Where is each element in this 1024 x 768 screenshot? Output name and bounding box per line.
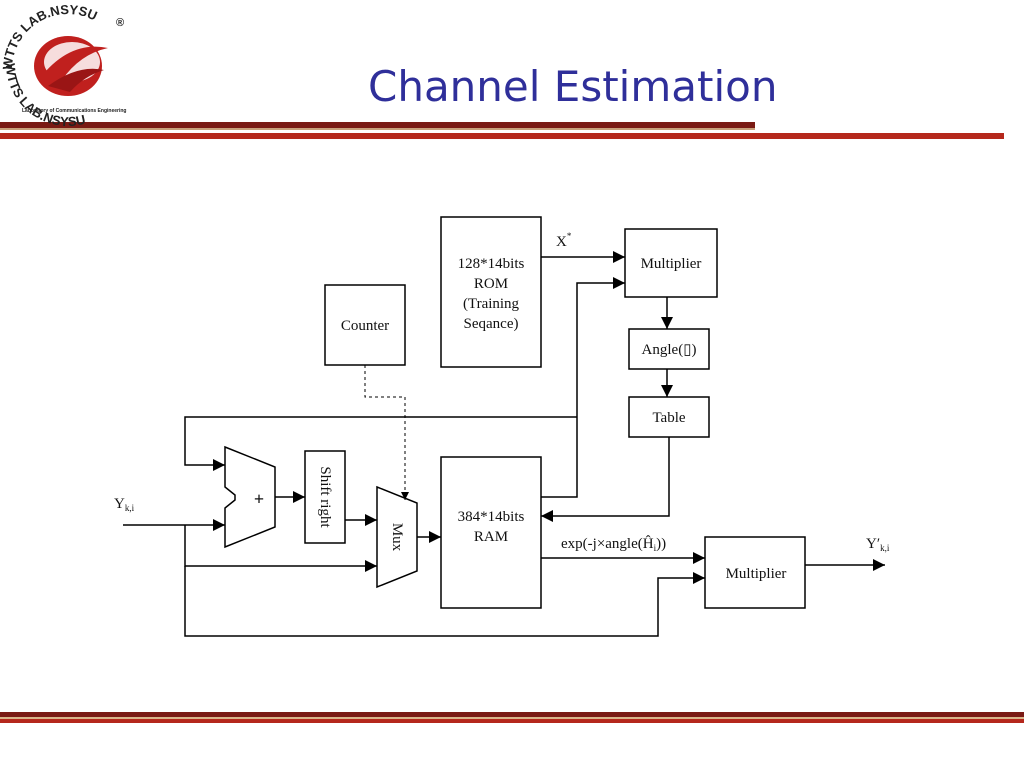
counter-label: Counter <box>341 318 389 334</box>
multiplier-bottom-block <box>704 536 806 609</box>
adder-sign: + <box>254 489 264 509</box>
table-label: Table <box>652 410 685 426</box>
diagram-labels: 128*14bits ROM (Training Seqance) Counte… <box>114 231 890 582</box>
registered-mark: ® <box>116 17 124 29</box>
ram-label-line2: RAM <box>474 529 508 545</box>
rom-label-line2: ROM <box>474 276 508 292</box>
block-diagram <box>123 216 885 637</box>
ram-block <box>440 456 542 609</box>
rom-label-line1: 128*14bits <box>458 256 525 272</box>
multiplier-top-block <box>624 228 718 298</box>
shift-right-block <box>304 450 346 544</box>
logo-small-text: Laboratory of Communications Engineering <box>22 108 126 114</box>
shift-right-label: Shift right <box>317 466 333 528</box>
slide-title: Channel Estimation <box>368 62 778 111</box>
lab-logo: WTTS LAB.NSYSU WTTS LAB.NSYSU Laboratory… <box>0 2 126 129</box>
rom-label-line4: Seqance) <box>464 316 519 332</box>
counter-block <box>324 284 406 366</box>
swoosh-logo-icon <box>34 36 108 96</box>
ram-label-line1: 384*14bits <box>458 509 525 525</box>
footer-rule <box>0 712 1024 723</box>
header-rule <box>0 122 1004 139</box>
rom-block <box>440 216 542 368</box>
adder-block <box>224 445 276 549</box>
x-star-label: X* <box>556 231 572 250</box>
y-input-label: Yk,i <box>114 496 135 513</box>
wires <box>123 251 885 637</box>
angle-label: Angle(▯) <box>642 342 697 358</box>
mux-label: Mux <box>389 523 405 552</box>
y-output-label: Y′k,i <box>866 536 890 553</box>
rom-label-line3: (Training <box>463 296 520 312</box>
multiplier-top-label: Multiplier <box>641 256 702 272</box>
exp-label: exp(-j×angle(Ĥi)) <box>561 535 666 553</box>
angle-block <box>628 328 710 370</box>
table-block <box>628 396 710 438</box>
multiplier-bottom-label: Multiplier <box>726 566 787 582</box>
